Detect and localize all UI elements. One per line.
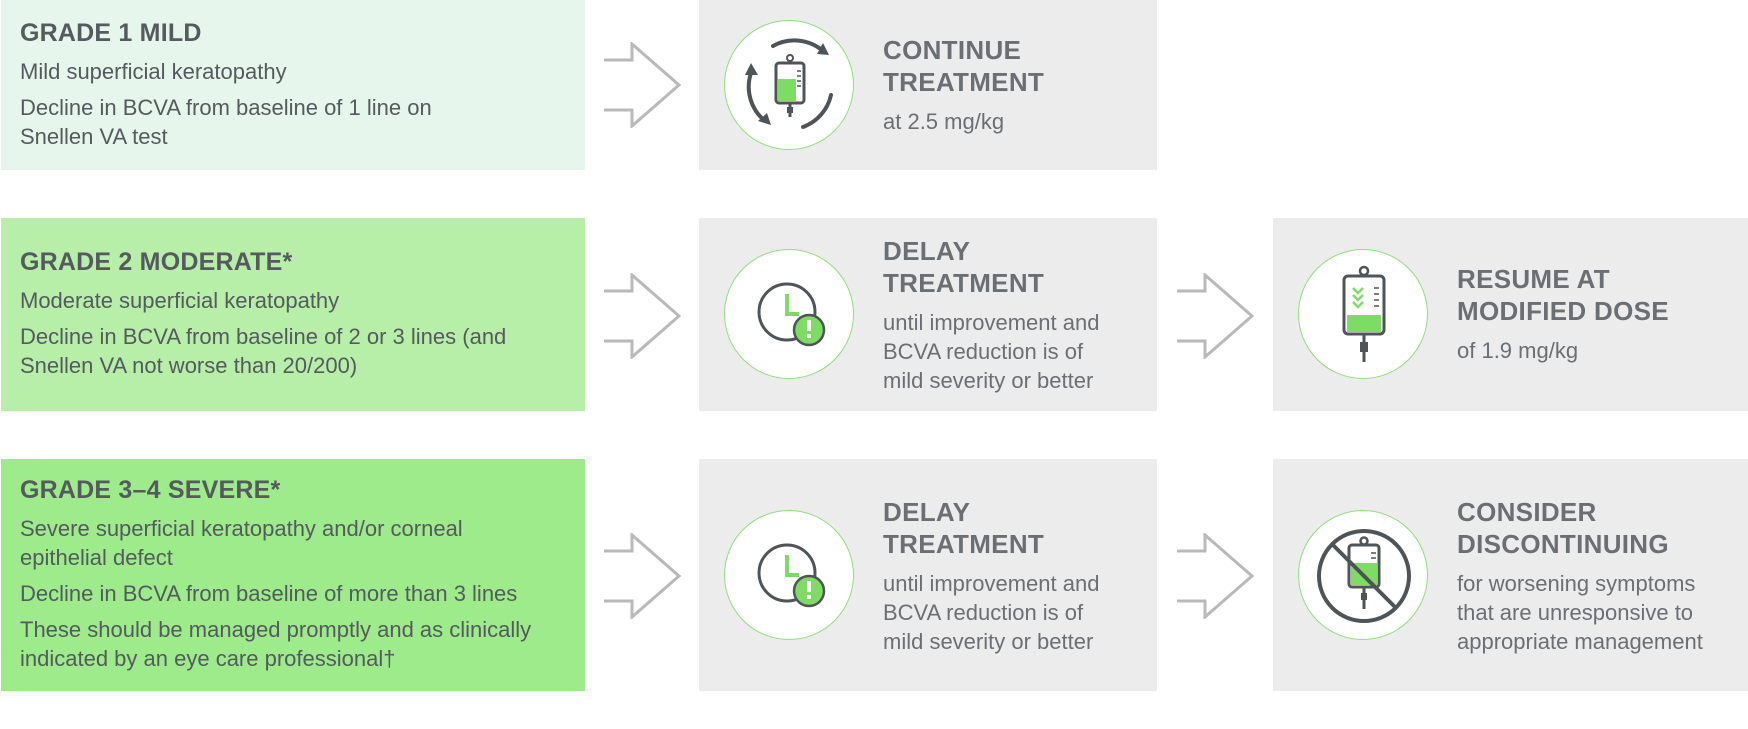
grade-2-panel: GRADE 2 MODERATE* Moderate superficial k… [1,218,585,411]
action-title: RESUME AT MODIFIED DOSE [1457,264,1669,326]
clock-alert-icon [724,249,854,379]
grade-description: Decline in BCVA from baseline of 1 line … [20,95,432,149]
action-panel-delay: DELAY TREATMENT until improvement and BC… [699,218,1157,411]
action-description: until improvement and BCVA reduction is … [883,571,1100,654]
grade-description: Decline in BCVA from baseline of more th… [20,581,518,606]
iv-bag-cycle-icon [724,20,854,150]
grade-description: Mild superficial keratopathy [20,59,287,84]
action-panel-discontinue: CONSIDER DISCONTINUING for worsening sym… [1273,459,1748,691]
action-description: until improvement and BCVA reduction is … [883,310,1100,393]
grade-description: Severe superficial keratopathy and/or co… [20,516,463,570]
arrow-right-icon [604,533,682,619]
arrow-right-icon [1177,533,1255,619]
grade-description: Moderate superficial keratopathy [20,288,340,313]
action-title: CONSIDER DISCONTINUING [1457,497,1669,559]
action-panel-resume: RESUME AT MODIFIED DOSE of 1.9 mg/kg [1273,218,1748,411]
action-title: DELAY TREATMENT [883,236,1045,298]
action-description: of 1.9 mg/kg [1457,338,1579,363]
grade-3-4-panel: GRADE 3–4 SEVERE* Severe superficial ker… [1,459,585,691]
grade-3-4-row: GRADE 3–4 SEVERE* Severe superficial ker… [0,459,1748,691]
grade-title: GRADE 2 MODERATE* [20,248,293,276]
action-description: for worsening symptoms that are unrespon… [1457,571,1703,654]
grade-2-row: GRADE 2 MODERATE* Moderate superficial k… [0,218,1748,411]
action-title: DELAY TREATMENT [883,497,1045,559]
grade-description: These should be managed promptly and as … [20,617,532,671]
grade-title: GRADE 3–4 SEVERE* [20,476,281,504]
grade-1-panel: GRADE 1 MILD Mild superficial keratopath… [1,0,585,170]
iv-bag-prohibited-icon [1298,510,1428,640]
arrow-right-icon [1177,273,1255,359]
action-description: at 2.5 mg/kg [883,109,1005,134]
grade-1-row: GRADE 1 MILD Mild superficial keratopath… [0,0,1748,170]
clock-alert-icon [724,510,854,640]
action-title: CONTINUE TREATMENT [883,35,1045,97]
action-panel-continue: CONTINUE TREATMENT at 2.5 mg/kg [699,0,1157,170]
iv-bag-reduced-icon [1298,249,1428,379]
grade-description: Decline in BCVA from baseline of 2 or 3 … [20,324,507,378]
action-panel-delay: DELAY TREATMENT until improvement and BC… [699,459,1157,691]
arrow-right-icon [604,42,682,128]
grade-title: GRADE 1 MILD [20,19,202,47]
arrow-right-icon [604,273,682,359]
